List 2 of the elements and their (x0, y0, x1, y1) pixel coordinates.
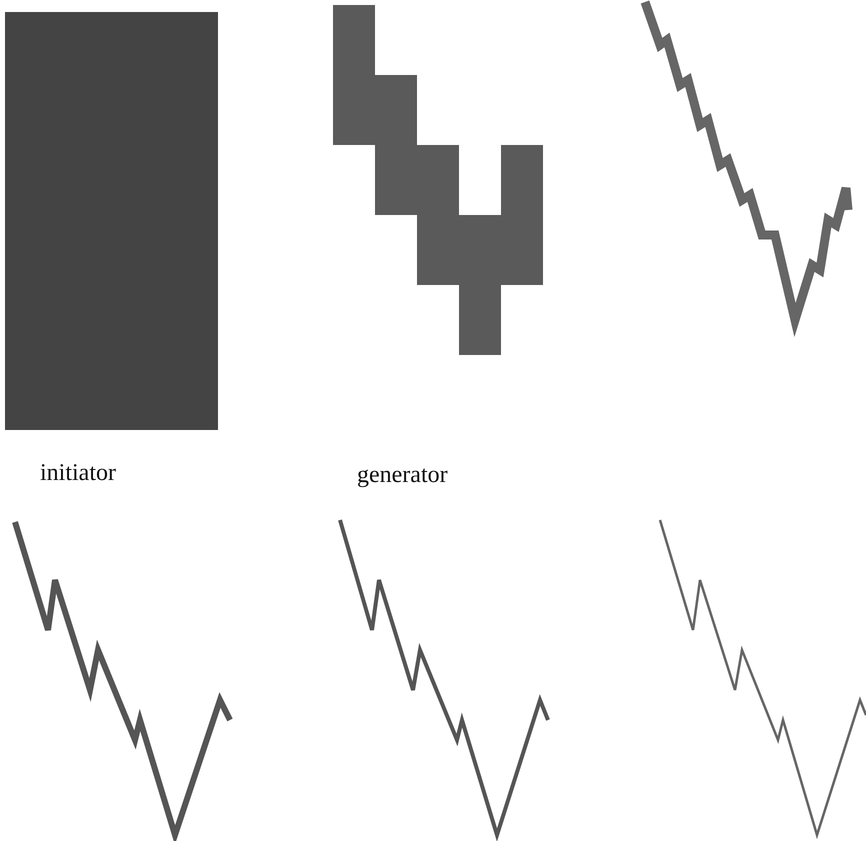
caption-text: initiator (40, 460, 116, 487)
caption-text: generator (357, 462, 448, 489)
